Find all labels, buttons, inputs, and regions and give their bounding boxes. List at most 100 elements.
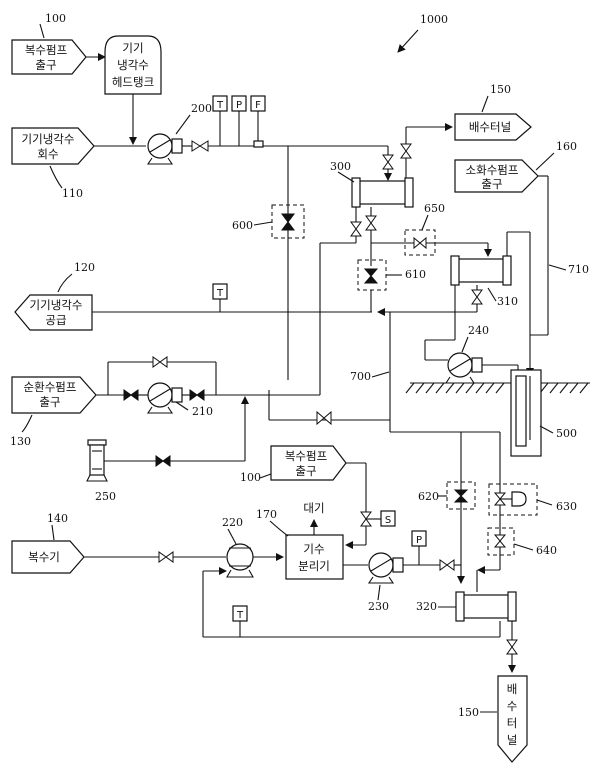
svg-text:120: 120 [74,261,95,274]
block-cooling-return: 기기냉각수 회수 110 [12,128,94,200]
svg-text:500: 500 [556,427,577,440]
valve-512 [507,640,517,654]
svg-text:헤드탱크: 헤드탱크 [112,75,154,89]
heat-exchanger-310: 310 [451,256,518,308]
svg-text:배수터널: 배수터널 [469,120,511,134]
valve-620 [455,490,467,502]
svg-text:150: 150 [458,706,479,719]
svg-text:300: 300 [330,160,351,173]
svg-text:복수기: 복수기 [28,550,60,564]
label-600: 600 [232,219,253,232]
valve-after-210 [190,390,204,400]
svg-text:140: 140 [47,512,68,525]
tank-250: 250 [87,440,116,503]
svg-text:T: T [216,100,224,111]
pump-220: 220 [222,516,253,577]
valve-477 [472,290,482,304]
svg-text:210: 210 [192,405,213,418]
valve-640 [495,535,505,547]
svg-text:출구: 출구 [35,58,56,72]
svg-text:복수펌프: 복수펌프 [285,449,327,463]
svg-text:기기냉각수: 기기냉각수 [30,298,83,312]
valve-before-210 [124,390,138,400]
svg-text:터: 터 [507,716,518,730]
block-condenser: 140 복수기 [12,512,84,573]
label-700: 700 [350,370,371,383]
svg-text:170: 170 [256,508,277,521]
label-640: 640 [536,544,557,557]
svg-text:F: F [255,100,261,111]
svg-text:출구: 출구 [39,395,60,409]
svg-text:수: 수 [507,699,518,713]
svg-text:320: 320 [416,600,437,613]
svg-text:냉각수: 냉각수 [117,58,149,72]
block-condensate-pump-outlet-mid: 복수펌프 출구 100 [240,446,346,484]
svg-text:분리기: 분리기 [298,559,330,573]
svg-text:100: 100 [240,471,261,484]
svg-text:기기: 기기 [122,41,143,55]
pump-230: 230 [368,553,403,613]
svg-text:110: 110 [62,187,83,200]
block-drain-tunnel-bottom: 배 수 터 널 150 [458,676,527,762]
valve-after-200 [192,141,208,151]
label-atmosphere: 대기 [303,501,324,515]
block-condensate-pump-outlet-top: 100 복수펌프 출구 [12,12,86,74]
svg-text:200: 200 [191,102,212,115]
svg-text:310: 310 [497,295,518,308]
svg-text:220: 220 [222,516,243,529]
ground-hatch [406,383,588,393]
heat-exchanger-320: 320 [416,592,516,621]
block-extinguish-pump-outlet: 소화수펌프 출구 160 [455,140,577,192]
svg-text:240: 240 [468,324,489,337]
svg-text:T: T [236,610,244,621]
pump-210: 210 [148,383,213,418]
svg-text:P: P [416,535,422,546]
svg-text:소화수펌프: 소화수펌프 [466,163,519,177]
separator-170: 기수 분리기 170 [256,508,343,579]
valve-condenser [159,552,173,562]
diagram-ref-label: 1000 [420,13,448,26]
valve-bypass [153,357,167,367]
instrument-group-top: T P F [213,96,265,147]
valve-600 [282,214,294,230]
svg-text:100: 100 [45,12,66,25]
svg-text:복수펌프: 복수펌프 [25,43,67,57]
label-630: 630 [556,500,577,513]
valve-610 [365,269,377,283]
valve-230 [440,560,454,570]
label-610: 610 [405,268,426,281]
svg-text:출구: 출구 [295,464,316,478]
valve-356 [351,222,361,236]
label-650: 650 [424,202,445,215]
svg-text:S: S [385,515,391,526]
svg-text:회수: 회수 [37,147,58,161]
block-circulation-pump-outlet: 순환수펌프 출구 130 [10,377,96,448]
valve-324 [317,412,331,424]
svg-text:공급: 공급 [45,313,66,327]
pump-200: 200 [148,102,212,164]
valve-650 [414,238,426,248]
head-tank: 기기 냉각수 헤드탱크 [105,36,161,94]
svg-text:P: P [236,100,242,111]
svg-text:순환수펌프: 순환수펌프 [24,380,77,394]
svg-text:T: T [216,288,224,299]
valve-371 [366,216,376,230]
svg-text:130: 130 [10,435,31,448]
svg-text:기수: 기수 [303,542,324,556]
svg-text:250: 250 [95,490,116,503]
label-710: 710 [568,263,589,276]
svg-text:널: 널 [507,733,518,747]
block-drain-tunnel-top: 배수터널 150 [455,83,531,140]
svg-text:150: 150 [490,83,511,96]
valve-250 [156,456,170,466]
svg-text:배: 배 [507,682,518,696]
block-cooling-supply: 120 기기냉각수 공급 [15,261,95,330]
heat-exchanger-300: 300 [330,160,413,207]
label-620: 620 [418,490,439,503]
valve-388 [383,155,393,169]
valve-406 [401,144,411,158]
diagram-ref-arrow [398,30,418,52]
svg-text:출구: 출구 [481,177,502,191]
svg-text:160: 160 [556,140,577,153]
